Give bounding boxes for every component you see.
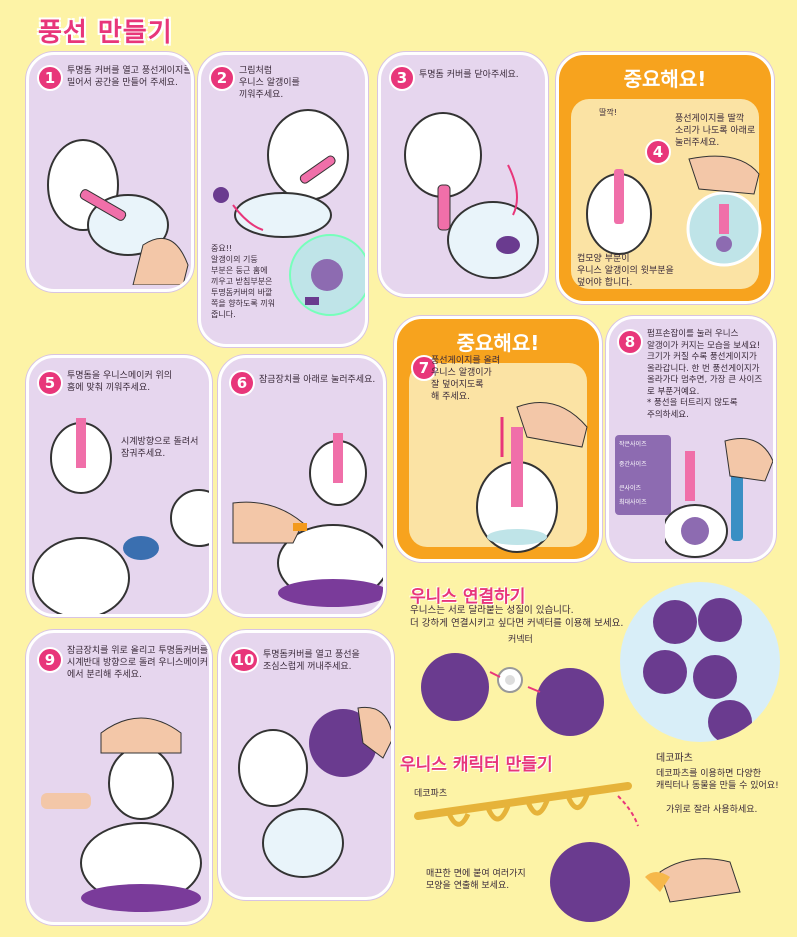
step-2-panel: 2 그림처럼 우니스 알갱이를 끼워주세요. 중요!! 알갱이의 기둥 부분은 … (198, 52, 368, 347)
deco-parts-illustration (414, 782, 639, 827)
step-number: 2 (209, 65, 235, 91)
connect-balloons-illustration (421, 653, 604, 736)
connector-label: 커넥터 (508, 635, 533, 645)
step-number: 3 (389, 65, 415, 91)
dome-close-illustration (404, 112, 539, 279)
deco-balloon-illustration (550, 842, 741, 922)
step-text: 풍선게이지를 딸깍 소리가 나도록 아래로 눌러주세요. (675, 114, 756, 148)
step-text: 투명돔커버를 열고 풍선을 조심스럽게 꺼내주세요. (263, 650, 360, 672)
size-label: 큰사이즈 (619, 485, 642, 492)
step-1-panel: 1 투명돔 커버를 열고 풍선게이지를 밀어서 공간을 만들어 주세요. (26, 52, 194, 292)
step-3-panel: 3 투명돔 커버를 닫아주세요. (378, 52, 548, 297)
step-number: 1 (37, 65, 63, 91)
deco-text: 데코파츠를 이용하면 다양한 캐릭터나 동물을 만들 수 있어요! (656, 769, 779, 791)
deco-label: 데코파츠 (414, 789, 448, 799)
connect-title: 우니스 연결하기 (410, 587, 526, 607)
gauge-press-illustration (586, 155, 762, 267)
step-text: 풍선게이지를 올려 우니스 알갱이가 잘 덮어지도록 해 주세요. (431, 356, 501, 402)
pump-illustration (665, 438, 773, 558)
step-6-panel: 6 잠금장치를 아래로 눌러주세요. (218, 355, 386, 617)
dome-attach-illustration (32, 418, 209, 614)
step-number: 7 (411, 355, 437, 381)
step-number: 10 (229, 647, 259, 673)
step-5-panel: 5 투명돔을 우니스메이커 위의 홈에 맞춰 끼워주세요. 시계방향으로 돌려서… (26, 355, 212, 617)
character-title: 우니스 캐릭터 만들기 (400, 755, 553, 775)
step-text: 투명돔을 우니스메이커 위의 홈에 맞춰 끼워주세요. (67, 371, 173, 393)
step-text: 그림처럼 우니스 알갱이를 끼워주세요. (239, 66, 300, 100)
step-number: 4 (645, 139, 671, 165)
step-7-panel: 중요해요! 7 풍선게이지를 올려 우니스 알갱이가 잘 덮어지도록 해 주세요… (394, 316, 602, 562)
bottom-text: 매끈한 면에 붙여 여러가지 모양을 연출해 보세요. (426, 869, 526, 891)
size-label: 중간사이즈 (619, 461, 647, 468)
dome-remove-illustration (41, 717, 202, 912)
chain-balloons-illustration (643, 598, 752, 742)
balloon-remove-illustration (238, 706, 391, 878)
step-note: 컵모양 부분이 우니스 알갱이의 윗부분을 덮어야 합니다. (577, 254, 674, 288)
gauge-raise-illustration (476, 402, 588, 553)
size-label: 최대사이즈 (619, 499, 647, 506)
step-4-panel: 중요해요! 4 풍선게이지를 딸깍 소리가 나도록 아래로 눌러주세요. 딸깍!… (556, 52, 774, 304)
size-scale: 작은사이즈 중간사이즈 큰사이즈 최대사이즈 (615, 435, 671, 515)
connect-text: 우니스는 서로 달라붙는 성질이 있습니다. 더 강하게 연결시키고 싶다면 커… (410, 605, 624, 629)
step-number: 5 (37, 370, 63, 396)
page-title: 풍선 만들기 (38, 18, 173, 48)
dome-insert-illustration (213, 109, 349, 238)
step-10-panel: 10 투명돔커버를 열고 풍선을 조심스럽게 꺼내주세요. (218, 630, 394, 900)
dome-open-illustration (47, 139, 189, 285)
step-text: 투명돔 커버를 열고 풍선게이지를 밀어서 공간을 만들어 주세요. (67, 66, 192, 88)
step-text: 잠금장치를 위로 올리고 투명돔커버를 시계반대 방향으로 돌려 우니스메이커 … (67, 646, 209, 680)
step-number: 6 (229, 370, 255, 396)
zoom-detail-illustration (289, 234, 365, 316)
step-number: 9 (37, 647, 63, 673)
step-9-panel: 9 잠금장치를 위로 올리고 투명돔커버를 시계반대 방향으로 돌려 우니스메이… (26, 630, 212, 925)
step-note: 중요!! 알갱이의 기둥 부분은 둥근 홈에 끼우고 받침부분은 투명돔커버의 … (211, 244, 275, 319)
step-number: 8 (617, 329, 643, 355)
click-label: 딸깍! (599, 108, 617, 117)
important-header: 중요해요! (456, 331, 540, 355)
step-text: 투명돔 커버를 닫아주세요. (419, 70, 519, 80)
step-text: 펌프손잡이를 눌러 우니스 알갱이가 커지는 모습을 보세요! 크기가 커질 수… (647, 329, 763, 420)
cut-text: 가위로 잘라 사용하세요. (666, 805, 758, 815)
connected-chain-photo (620, 582, 780, 742)
important-header: 중요해요! (623, 67, 707, 91)
lock-press-illustration (232, 433, 383, 607)
step-note: 시계방향으로 돌려서 잠궈주세요. (121, 437, 199, 459)
deco-title: 데코파츠 (656, 753, 693, 764)
step-8-panel: 8 펌프손잡이를 눌러 우니스 알갱이가 커지는 모습을 보세요! 크기가 커질… (606, 316, 776, 562)
size-label: 작은사이즈 (619, 441, 647, 448)
step-text: 잠금장치를 아래로 눌러주세요. (259, 375, 376, 385)
